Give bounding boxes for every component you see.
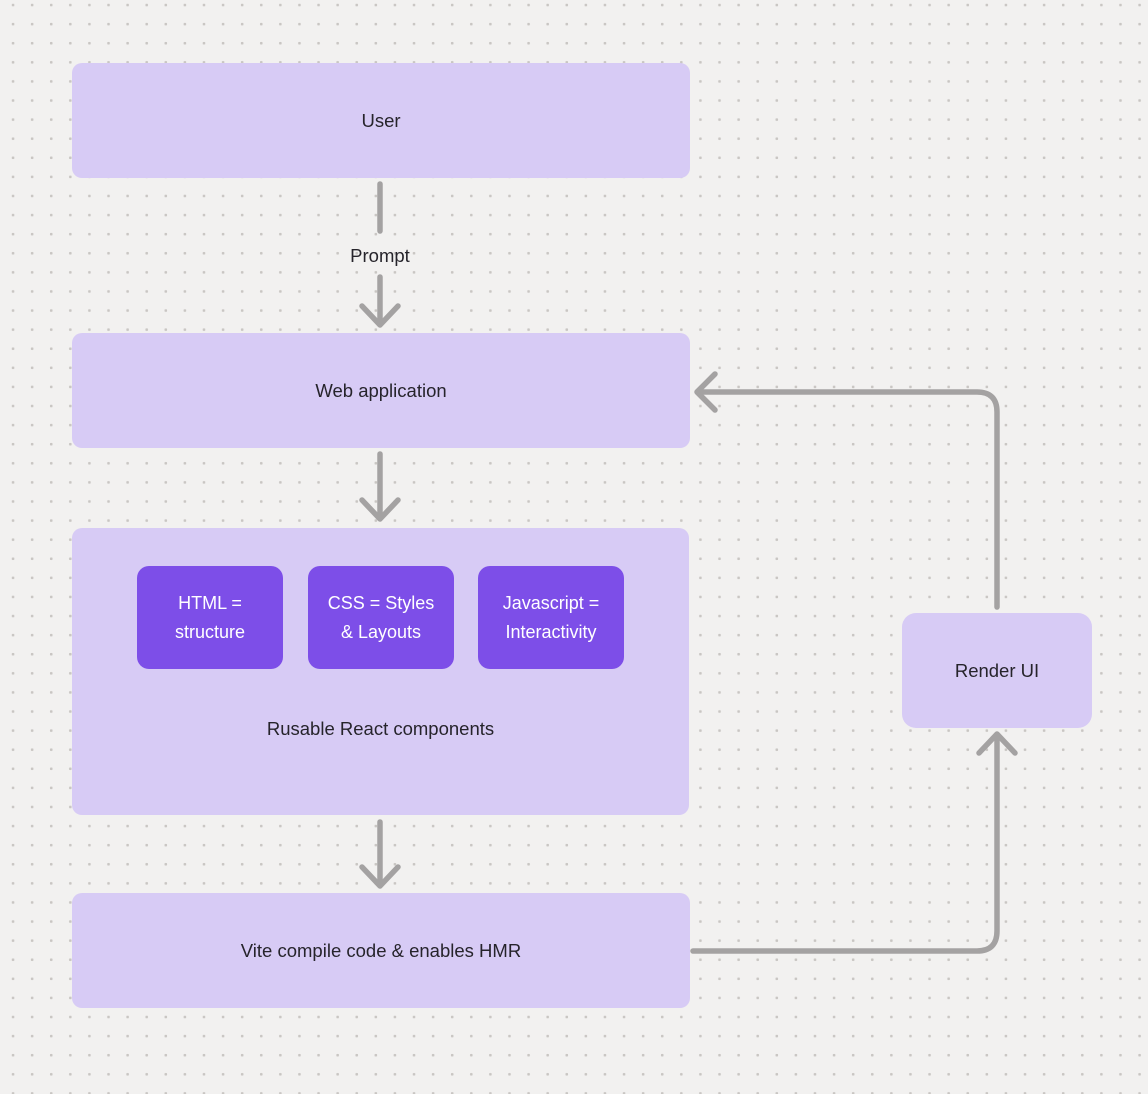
edge-line: [700, 389, 1000, 610]
edge-render-ui-to-web-application: [694, 371, 1000, 610]
node-render-ui-label: Render UI: [954, 659, 1040, 681]
node-web-application-label: Web application: [315, 379, 447, 401]
chip-javascript-label: Javascript = Interactivity: [502, 592, 600, 642]
arrowhead-left-icon: [694, 371, 718, 413]
edge-line: [690, 733, 1000, 954]
node-components-group: HTML = structure CSS = Styles & Layouts …: [72, 528, 689, 815]
edge-web-application-to-components: [359, 451, 401, 522]
chip-css-label: CSS = Styles & Layouts: [327, 592, 435, 642]
chip-html-label: HTML = structure: [174, 592, 246, 642]
chip-css: CSS = Styles & Layouts: [308, 566, 454, 669]
arrowhead-down-icon: [359, 303, 401, 328]
node-vite-label: Vite compile code & enables HMR: [240, 939, 522, 961]
node-web-application: Web application: [72, 333, 690, 448]
edge-components-to-vite: [359, 819, 401, 889]
node-render-ui: Render UI: [902, 613, 1092, 728]
arrowhead-down-icon: [359, 497, 401, 522]
arrowhead-up-icon: [976, 731, 1018, 756]
edge-vite-to-render-ui: [690, 731, 1018, 954]
chip-javascript: Javascript = Interactivity: [478, 566, 624, 669]
node-user-label: User: [361, 109, 401, 131]
edge-label-prompt: Prompt: [350, 245, 410, 266]
node-user: User: [72, 63, 690, 178]
node-vite: Vite compile code & enables HMR: [72, 893, 690, 1008]
chip-html: HTML = structure: [137, 566, 283, 669]
arrowhead-down-icon: [359, 864, 401, 889]
components-group-caption: Rusable React components: [266, 718, 495, 739]
